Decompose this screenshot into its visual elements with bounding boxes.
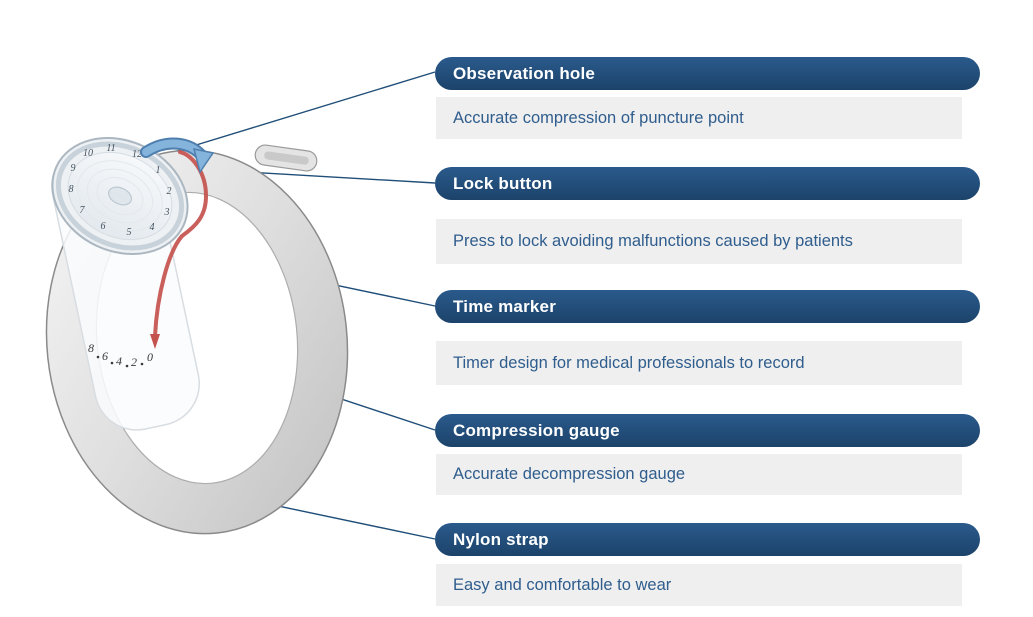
gauge-number: 2 xyxy=(131,355,137,369)
dial-number: 7 xyxy=(80,205,86,216)
dial-number: 3 xyxy=(164,207,170,218)
dial-number: 4 xyxy=(150,222,155,233)
dial-number: 10 xyxy=(83,148,93,159)
device-illustration: 8 6 4 2 0 12 1 2 xyxy=(45,137,349,535)
lock-button-arrow xyxy=(140,137,215,174)
feature-description-bar: Easy and comfortable to wear xyxy=(436,564,962,606)
feature-title-bar: Time marker xyxy=(435,290,980,323)
gauge-number: 6 xyxy=(102,349,108,363)
feature-title: Nylon strap xyxy=(453,530,549,549)
feature-title: Compression gauge xyxy=(453,421,620,440)
compression-gauge-scale: 8 6 4 2 0 xyxy=(88,341,153,369)
dial-number: 6 xyxy=(101,221,106,232)
dial-number: 2 xyxy=(167,186,172,197)
strap-buckle xyxy=(254,144,318,172)
feature-description-bar: Timer design for medical professionals t… xyxy=(436,341,962,385)
feature-title: Lock button xyxy=(453,174,553,193)
feature-title: Time marker xyxy=(453,297,557,316)
dial-number: 11 xyxy=(106,143,115,154)
feature-description: Press to lock avoiding malfunctions caus… xyxy=(453,232,853,250)
dial-number: 1 xyxy=(156,165,161,176)
feature-description: Easy and comfortable to wear xyxy=(453,575,672,594)
feature-title-bar: Nylon strap xyxy=(435,523,980,556)
feature-description-bar: Accurate decompression gauge xyxy=(436,454,962,495)
feature-title-bar: Compression gauge xyxy=(435,414,980,447)
gauge-dot xyxy=(96,355,100,359)
gauge-dot xyxy=(110,361,114,365)
dial-number: 5 xyxy=(127,227,132,238)
dial-number: 9 xyxy=(71,163,76,174)
dial-numbers: 12 1 2 3 4 5 6 7 8 9 10 11 xyxy=(69,143,172,238)
dial-number: 12 xyxy=(132,149,142,160)
gauge-number: 8 xyxy=(88,341,94,355)
feature-description-bar: Accurate compression of puncture point xyxy=(436,97,962,139)
feature-description: Accurate decompression gauge xyxy=(453,465,686,483)
feature-list: Observation hole Accurate compression of… xyxy=(435,0,980,617)
gauge-dot xyxy=(140,362,144,366)
observation-hole xyxy=(108,186,132,206)
feature-description: Timer design for medical professionals t… xyxy=(453,353,805,372)
feature-title: Observation hole xyxy=(453,64,596,83)
feature-title-bar: Observation hole xyxy=(435,57,980,90)
dial-number: 8 xyxy=(69,184,74,195)
gauge-number: 4 xyxy=(116,354,122,368)
gauge-dot xyxy=(125,364,129,368)
feature-description-bar: Press to lock avoiding malfunctions caus… xyxy=(436,219,962,264)
gauge-number: 0 xyxy=(147,350,153,364)
feature-description: Accurate compression of puncture point xyxy=(453,108,744,127)
feature-title-bar: Lock button xyxy=(435,167,980,200)
